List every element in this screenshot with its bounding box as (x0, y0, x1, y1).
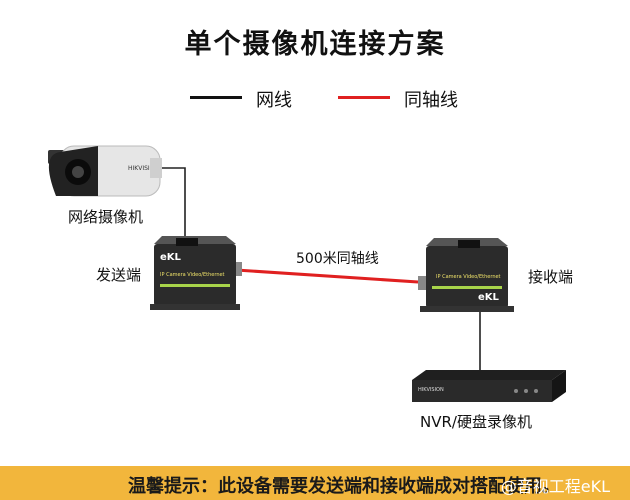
receiver-brand-text: eKL (478, 292, 500, 303)
page-title: 单个摄像机连接方案 (184, 29, 446, 60)
receiver-label: 接收端 (528, 268, 574, 286)
legend: 网线 同轴线 (0, 0, 630, 130)
cable-label: 500米同轴线 (296, 251, 379, 267)
watermark: @音视工程eKL (500, 477, 610, 496)
legend-coax-label: 同轴线 (404, 90, 458, 111)
camera-label: 网络摄像机 (68, 208, 144, 226)
camera-brand-text: HIKVISION (128, 165, 159, 172)
legend-network-label: 网线 (256, 90, 292, 111)
nvr-icon: HIKVISION (412, 370, 566, 402)
sender-device-icon: eKL IP Camera Video/Ethernet (150, 236, 242, 310)
footer-bar (0, 466, 630, 500)
camera-icon: HIKVISION (48, 145, 162, 197)
coax-cable (235, 268, 419, 284)
sender-brand-text: eKL (160, 252, 182, 263)
footer-notice: 温馨提示：此设备需要发送端和接收端成对搭配使用。 (128, 476, 560, 497)
legend-network-line (190, 96, 242, 99)
receiver-device-text: IP Camera Video/Ethernet (436, 274, 501, 280)
receiver-device-icon: IP Camera Video/Ethernet eKL (418, 238, 514, 312)
legend-coax-line (338, 96, 390, 99)
sender-device-text: IP Camera Video/Ethernet (160, 272, 225, 278)
nvr-brand-text: HIKVISION (418, 387, 444, 393)
sender-label: 发送端 (96, 266, 142, 284)
nvr-label: NVR/硬盘录像机 (420, 413, 532, 431)
